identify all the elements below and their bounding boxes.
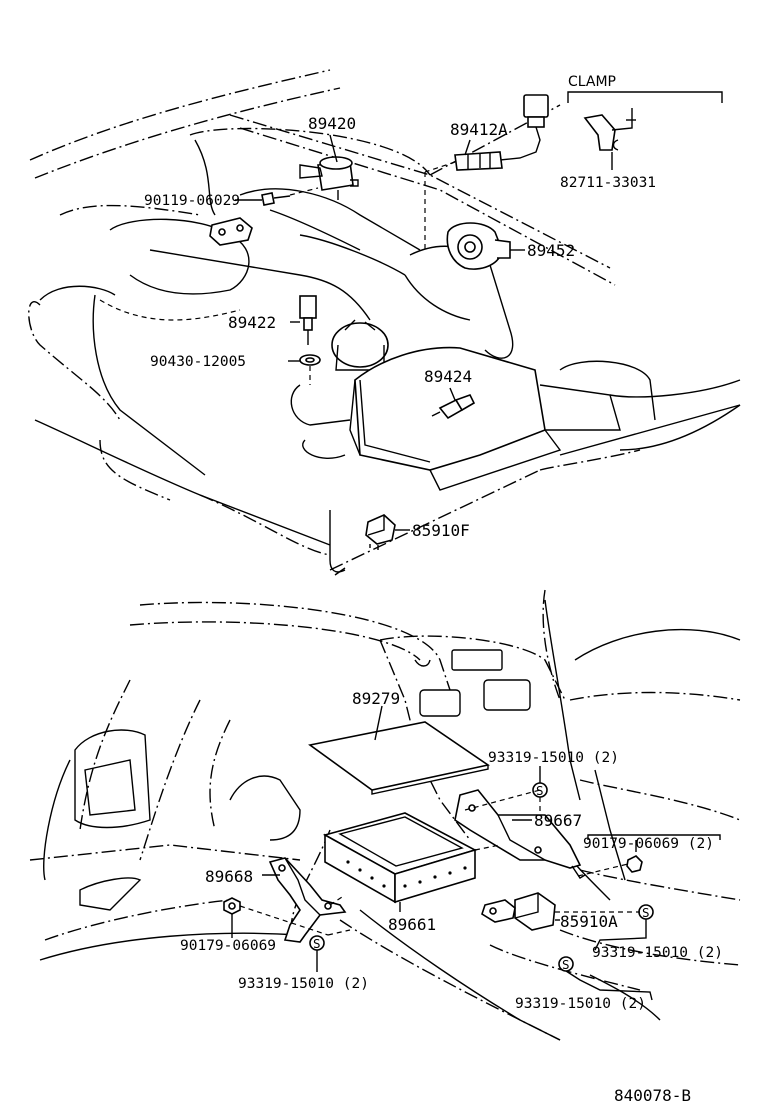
label-89667: 89667 [534, 811, 582, 830]
label-89661: 89661 [388, 915, 436, 934]
washer-s-a: S [536, 783, 544, 798]
part-90179-nut-right[interactable] [626, 855, 643, 873]
bottom-leader-lines [231, 705, 721, 1001]
part-85910f-relay[interactable] [365, 514, 396, 550]
part-89661-ecu[interactable] [322, 812, 478, 904]
label-89424: 89424 [424, 367, 472, 386]
label-89279: 89279 [352, 689, 400, 708]
label-90430: 90430-12005 [150, 354, 246, 370]
label-93319-b: 93319-15010 (2) [238, 976, 369, 992]
washer-s-b: S [642, 905, 650, 920]
part-intake-sensor-housing [209, 217, 253, 246]
top-leader-lines [235, 91, 723, 531]
label-89452: 89452 [527, 241, 575, 260]
label-89668: 89668 [205, 867, 253, 886]
diagram-id: 840078-B [614, 1086, 691, 1105]
engine-bay-drawing [28, 69, 741, 576]
washer-s-c: S [562, 957, 570, 972]
label-clamp: CLAMP [568, 74, 616, 90]
bottom-assembly-lines [239, 789, 640, 936]
label-93319-a: 93319-15010 (2) [488, 750, 619, 766]
part-89452-throttle-sensor[interactable] [446, 222, 511, 270]
label-85910f: 85910F [412, 521, 470, 540]
label-89420: 89420 [308, 114, 356, 133]
part-85910a-relay[interactable] [481, 892, 556, 931]
part-82711-clamp[interactable] [583, 108, 636, 151]
label-89422: 89422 [228, 313, 276, 332]
part-89412a-oxygen-sensor[interactable] [424, 94, 549, 250]
washer-s-d: S [313, 936, 321, 951]
dashboard-drawing [29, 589, 741, 1041]
part-89667-bracket[interactable] [454, 789, 586, 879]
part-90430-gasket[interactable] [299, 354, 321, 385]
label-82711: 82711-33031 [560, 175, 656, 191]
label-93319-c: 93319-15010 (2) [592, 945, 723, 961]
part-89424-sensor[interactable] [431, 394, 476, 420]
part-90119-bolt[interactable] [261, 187, 319, 206]
label-93319-d: 93319-15010 (2) [515, 996, 646, 1012]
label-90119: 90119-06029 [144, 193, 240, 209]
label-89412a: 89412A [450, 120, 508, 139]
part-90179-nut-left[interactable] [223, 897, 241, 915]
label-90179-a: 90179-06069 (2) [583, 836, 714, 852]
part-89279-pad[interactable] [308, 721, 490, 795]
label-90179-b: 90179-06069 [180, 938, 276, 954]
part-89422-temp-sensor[interactable] [299, 295, 317, 345]
part-89668-bracket[interactable] [268, 857, 347, 943]
label-85910a: 85910A [560, 912, 618, 931]
